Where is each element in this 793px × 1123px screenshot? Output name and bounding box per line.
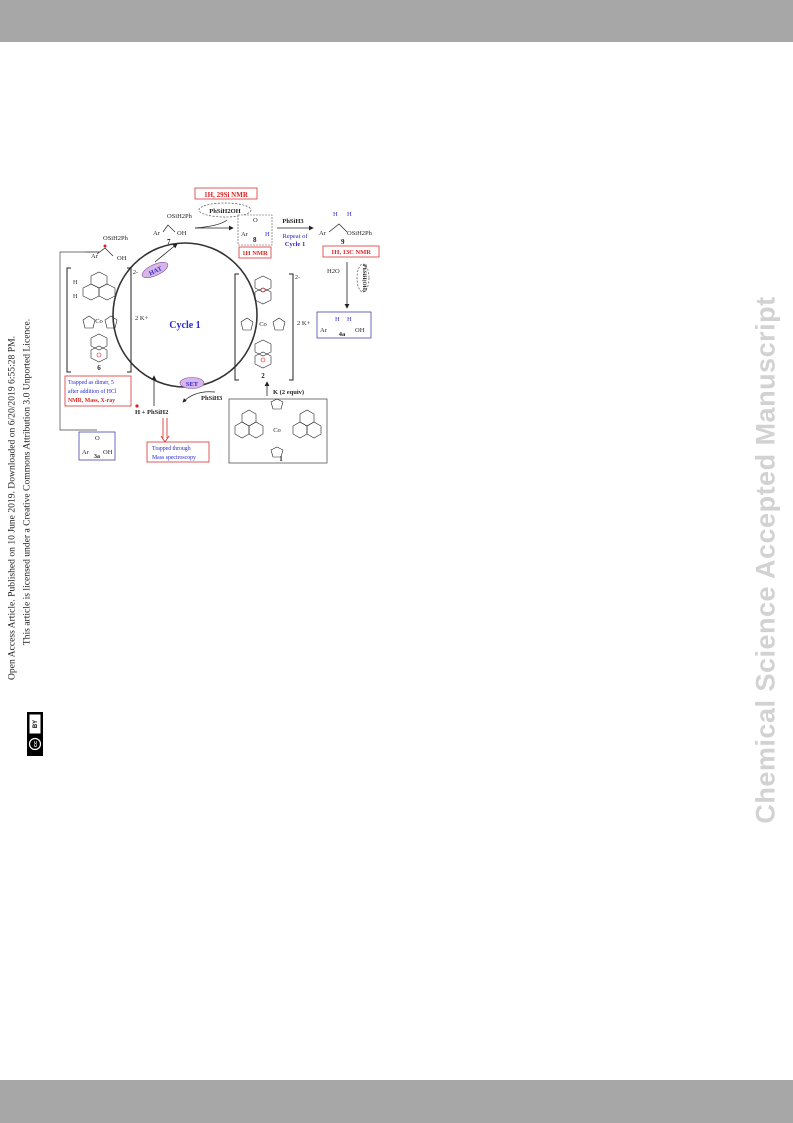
ul-osih2ph: OSiH2Ph	[103, 235, 129, 242]
reagent-phsihoh-side: PhSiH(OH)	[361, 264, 368, 292]
cc-label: cc	[33, 741, 39, 747]
c6-co: Co	[95, 318, 103, 325]
c9-osih2ph: OSiH2Ph	[347, 230, 373, 237]
trapped-mass-1: Trapped through	[152, 446, 191, 452]
bottom-bar	[0, 1080, 793, 1123]
c8-o: O	[253, 217, 258, 224]
reagent-h2o: H2O	[327, 268, 340, 275]
h-plus-phsih2: H + PhSiH2	[135, 409, 168, 416]
repeat-label: Repeat of	[282, 233, 308, 240]
c8-h: H	[265, 231, 270, 238]
nmr-top-label: 1H, 29Si NMR	[204, 191, 249, 199]
c2-label: 2	[261, 372, 265, 380]
c7-ar: Ar	[153, 230, 161, 237]
sidebar-line-2: This article is licensed under a Creativ…	[21, 318, 33, 646]
c9-h1: H	[333, 211, 338, 218]
reaction-scheme: Cycle 1 1H, 29Si NMR OSiH2Ph Ar OH 7 PhS…	[59, 187, 380, 464]
nmr-box-top	[194, 187, 258, 200]
set-reagent: PhSiH3	[201, 395, 223, 402]
k-equiv: K (2 equiv)	[273, 389, 304, 396]
c7-oh: OH	[177, 230, 187, 237]
c9-label: 9	[341, 238, 345, 246]
c1-co: Co	[273, 427, 281, 434]
c4a-oh: OH	[355, 327, 365, 334]
c8-ar: Ar	[241, 231, 249, 238]
trapped-dimer-1: Trapped as dimer, 5	[68, 380, 114, 386]
watermark-text: Chemical Science Accepted Manuscript	[750, 296, 781, 824]
trapped-dimer-3: NMR, Mass, X-ray	[68, 398, 115, 404]
c3a-ar: Ar	[82, 449, 90, 456]
c1-label: 1	[279, 455, 283, 463]
c7-osih2ph: OSiH2Ph	[167, 213, 193, 220]
sidebar-line-1: Open Access Article. Published on 10 Jun…	[6, 335, 18, 681]
reagent-phsioh: PhSiH2OH	[209, 208, 240, 215]
charge-2: 2-	[295, 275, 300, 281]
c4a-h2: H	[347, 316, 352, 323]
c3a-label: 3a	[94, 454, 100, 460]
c2-co: Co	[259, 321, 267, 328]
trapped-mass-2: Mass spectroscopy	[152, 455, 196, 461]
cycle-label: Cycle 1	[169, 320, 200, 331]
charge-6: 2-	[133, 270, 138, 276]
c7-label: 7	[167, 238, 171, 246]
top-bar	[0, 0, 793, 42]
c6-h-left2: H	[73, 294, 78, 300]
cc-by-badge: cc BY	[27, 712, 43, 756]
kplus-6: 2 K+	[135, 315, 149, 322]
ul-oh: OH	[117, 255, 127, 262]
kplus-2: 2 K+	[297, 320, 311, 327]
trapped-dimer-2: after addition of HCl	[68, 388, 117, 395]
c3a-oh: OH	[103, 449, 113, 456]
c9-ar: Ar	[319, 230, 327, 237]
set-label: SET	[186, 381, 199, 388]
by-label: BY	[33, 720, 39, 728]
c3a-o: O	[95, 435, 100, 442]
c4a-label: 4a	[339, 331, 346, 338]
c6-label: 6	[97, 364, 101, 372]
nmr-8-label: 1H NMR	[242, 250, 268, 257]
repeat-label-2: Cycle 1	[285, 241, 305, 248]
reagent-phsih3-top: PhSiH3	[282, 218, 304, 225]
c6-h-left: H	[73, 280, 78, 286]
c4a-h1: H	[335, 316, 340, 323]
c9-h2: H	[347, 211, 352, 218]
c8-label: 8	[253, 236, 257, 244]
ul-ar: Ar	[91, 253, 99, 260]
c4a-ar: Ar	[320, 327, 328, 334]
nmr-9-label: 1H, 13C NMR	[331, 249, 371, 256]
